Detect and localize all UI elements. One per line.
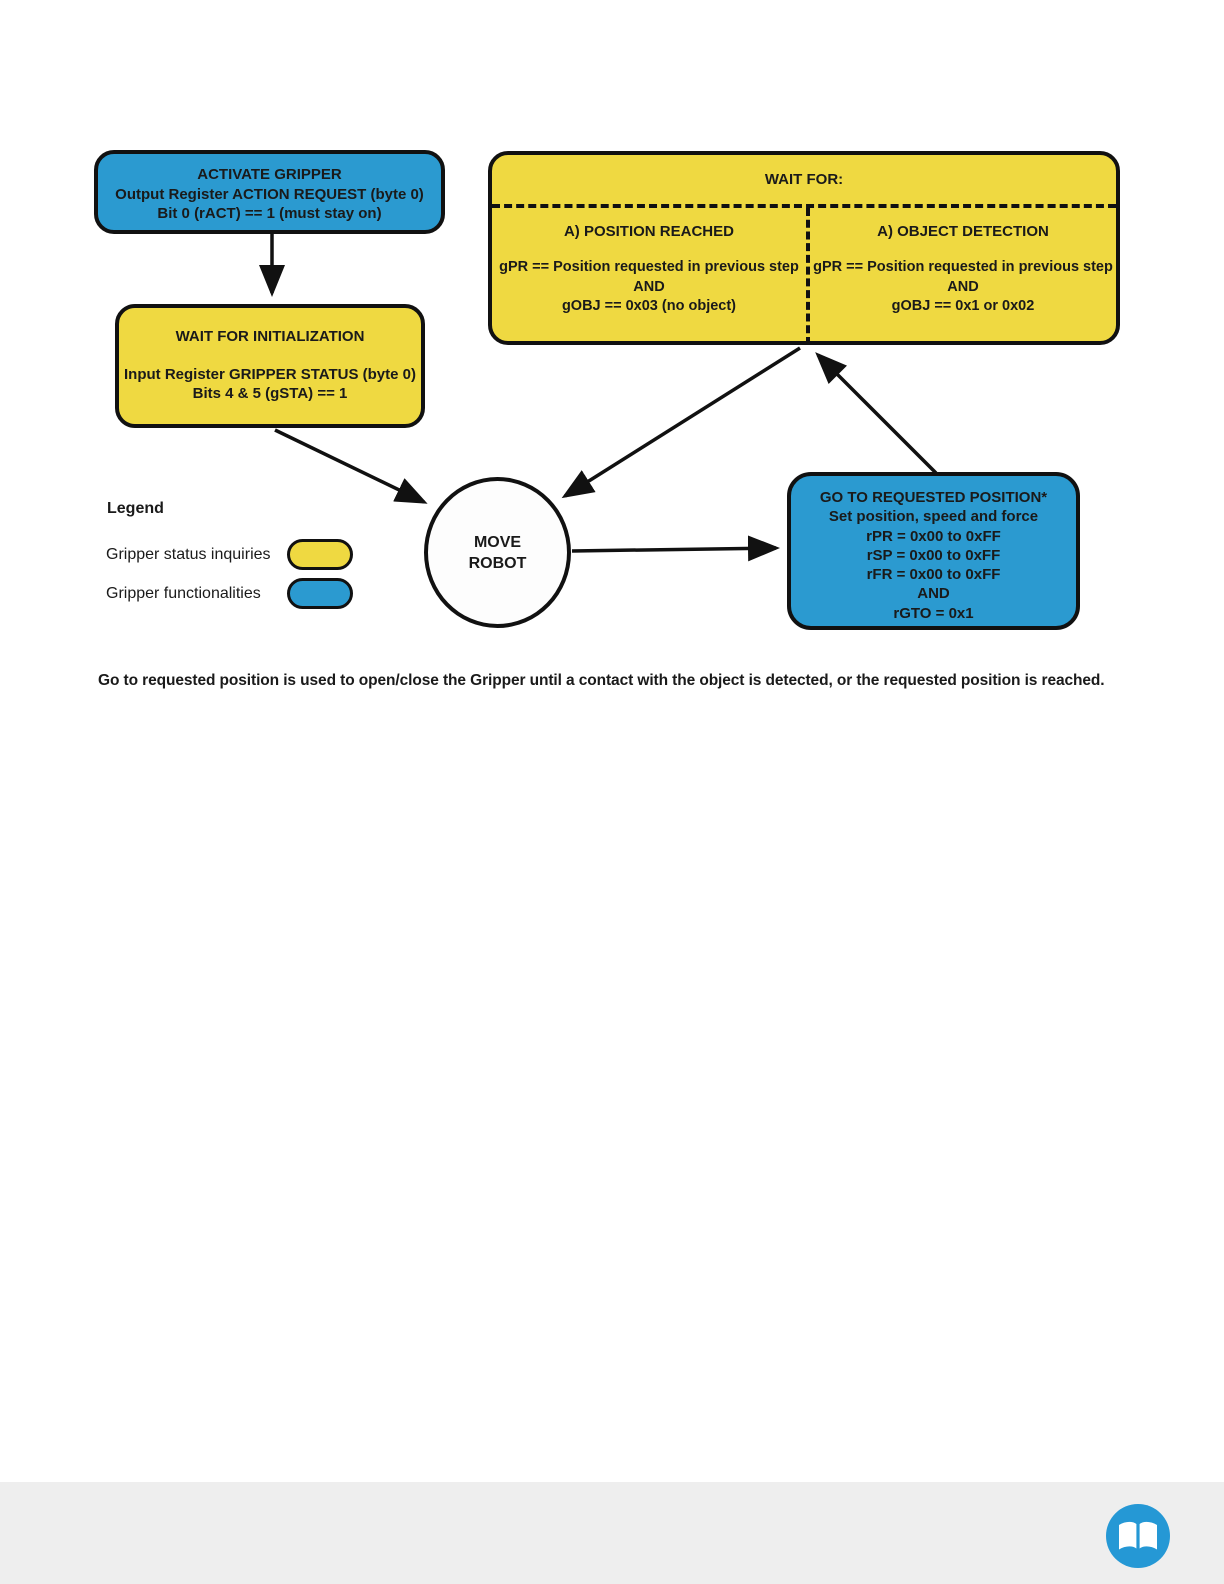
dashed-horizontal-divider [492,204,1116,208]
wait-for-title: WAIT FOR: [764,171,844,188]
arrow-waitfor-to-robot [561,346,801,499]
legend-title: Legend [107,500,164,517]
object-detection-column: A) OBJECT DETECTION gPR == Position requ… [805,208,1116,345]
open-book-icon[interactable] [1105,1503,1171,1569]
arrow-goto-to-waitfor [815,352,938,475]
object-detection-line2: AND [947,278,979,295]
wait-for-box: WAIT FOR: A) POSITION REACHED gPR == Pos… [488,151,1120,345]
position-reached-line3: gOBJ == 0x03 (no object) [561,298,737,314]
activate-gripper-box: ACTIVATE GRIPPER Output Register ACTION … [94,150,445,234]
init-line2: Input Register GRIPPER STATUS (byte 0) [124,365,416,383]
activate-line3: Bit 0 (rACT) == 1 (must stay on) [157,205,382,222]
goto-line4: rSP = 0x00 to 0xFF [866,546,1001,564]
object-detection-line3: gOBJ == 0x1 or 0x02 [891,298,1035,314]
arrow-robot-to-goto [571,535,780,562]
goto-line6: AND [917,585,950,603]
activate-line2: Output Register ACTION REQUEST (byte 0) [115,185,424,203]
legend-label-functionalities: Gripper functionalities [106,584,261,602]
goto-line2: Set position, speed and force [828,508,1039,526]
legend-swatch-yellow [287,539,353,570]
move-robot-line1: MOVE [473,533,522,551]
position-reached-header: A) POSITION REACHED [563,223,734,240]
position-reached-line1: gPR == Position requested in previous st… [499,259,799,275]
legend-swatch-blue [287,578,353,609]
init-line3: Bits 4 & 5 (gSTA) == 1 [192,385,348,402]
position-reached-line2: AND [633,278,665,295]
legend-item-status-inquiries: Gripper status inquiries [106,539,271,570]
footnote-text: Go to requested position is used to open… [98,672,1105,689]
activate-title: ACTIVATE GRIPPER [197,166,342,183]
goto-line3: rPR = 0x00 to 0xFF [866,527,1001,545]
position-reached-column: A) POSITION REACHED gPR == Position requ… [492,208,806,345]
goto-title: GO TO REQUESTED POSITION* [819,489,1048,506]
goto-line7: rGTO = 0x1 [893,604,974,622]
object-detection-header: A) OBJECT DETECTION [877,223,1049,240]
arrow-init-to-robot [274,428,428,504]
init-title: WAIT FOR INITIALIZATION [175,328,365,345]
move-robot-line2: ROBOT [468,554,527,572]
object-detection-line1: gPR == Position requested in previous st… [813,259,1113,275]
legend-item-functionalities: Gripper functionalities [106,578,261,609]
move-robot-node: MOVE ROBOT [424,477,571,628]
legend-label-status-inquiries: Gripper status inquiries [106,545,271,563]
goto-line5: rFR = 0x00 to 0xFF [866,566,1001,584]
goto-position-box: GO TO REQUESTED POSITION* Set position, … [787,472,1080,630]
footer-band [0,1482,1224,1584]
wait-initialization-box: WAIT FOR INITIALIZATION Input Register G… [115,304,425,428]
